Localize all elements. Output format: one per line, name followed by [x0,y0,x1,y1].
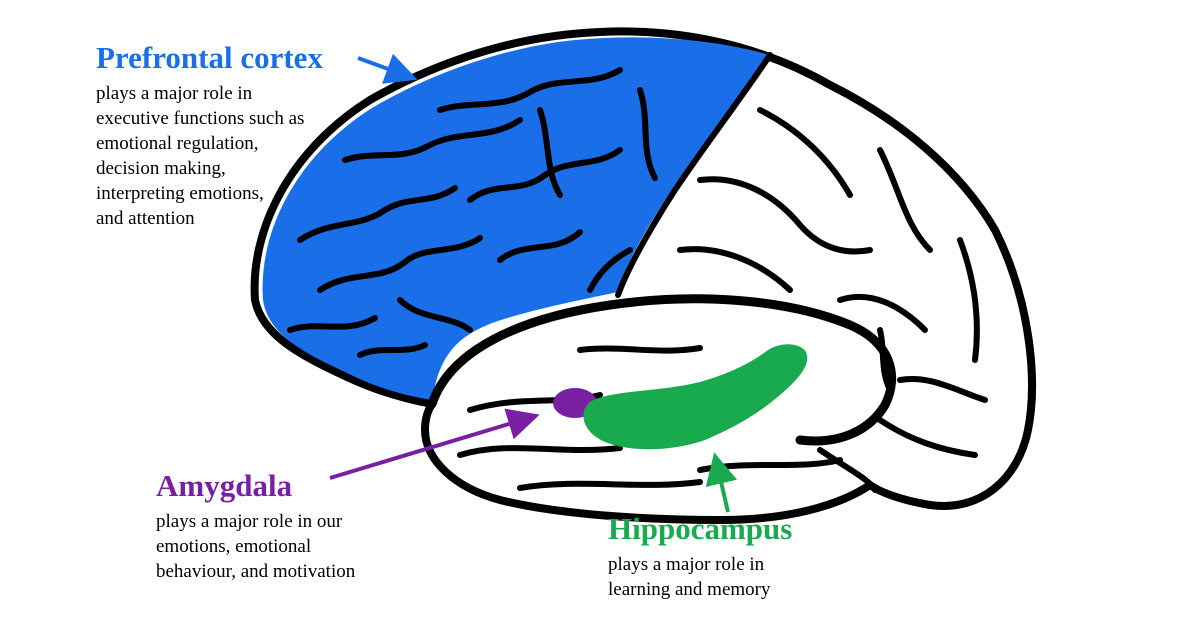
prefrontal-line: interpreting emotions, [96,183,264,204]
hippocampus-line: learning and memory [608,579,771,600]
prefrontal-line: and attention [96,208,195,229]
hippocampus-title: Hippocampus [608,511,793,546]
prefrontal-arrow [357,53,418,84]
hippocampus-label: Hippocampus plays a major role in learni… [608,513,848,602]
prefrontal-line: plays a major role in [96,83,253,104]
prefrontal-title: Prefrontal cortex [96,40,323,75]
prefrontal-line: decision making, [96,158,226,179]
amygdala-line: plays a major role in our [156,511,343,532]
prefrontal-folds [287,67,658,358]
amygdala-line: behaviour, and motivation [156,561,356,582]
amygdala-title: Amygdala [156,468,293,503]
prefrontal-line: executive functions such as [96,108,305,129]
prefrontal-description: plays a major role in executive function… [96,81,346,231]
hippocampus-description: plays a major role in learning and memor… [608,552,848,602]
prefrontal-label: Prefrontal cortex plays a major role in … [96,42,346,231]
amygdala-arrow [329,408,540,480]
lateral-sulcus [427,294,897,446]
hippocampus-line: plays a major role in [608,554,765,575]
amygdala-label: Amygdala plays a major role in our emoti… [156,470,406,584]
prefrontal-line: emotional regulation, [96,133,259,154]
hippocampus-region [583,344,808,450]
hippocampus-arrow [705,452,737,513]
amygdala-line: emotions, emotional [156,536,312,557]
cortex-folds [615,52,988,493]
amygdala-description: plays a major role in our emotions, emot… [156,509,406,584]
